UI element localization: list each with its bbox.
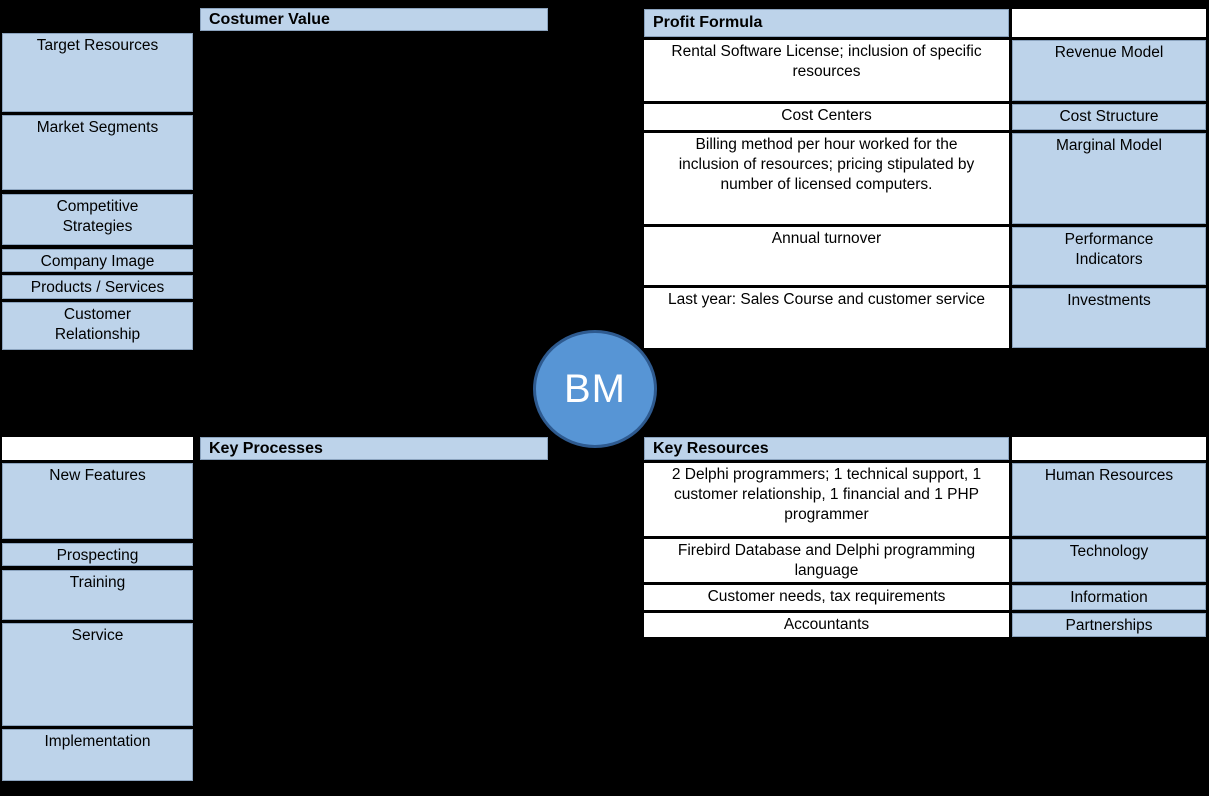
marginal-model-content: Billing method per hour worked for the i… — [644, 133, 1009, 224]
accountants-content: Accountants — [644, 613, 1009, 637]
investments-label: Investments — [1012, 288, 1206, 348]
implementation-cell: Implementation — [2, 729, 193, 781]
investments-content: Last year: Sales Course and customer ser… — [644, 288, 1009, 348]
human-resources-label: Human Resources — [1012, 463, 1206, 536]
training-cell: Training — [2, 570, 193, 620]
revenue-model-content: Rental Software License; inclusion of sp… — [644, 40, 1009, 101]
information-label: Information — [1012, 585, 1206, 610]
competitive-strategies-cell: Competitive Strategies — [2, 194, 193, 245]
prospecting-cell: Prospecting — [2, 543, 193, 566]
cost-structure-label: Cost Structure — [1012, 104, 1206, 130]
key-processes-header: Key Processes — [200, 437, 548, 460]
company-image-cell: Company Image — [2, 249, 193, 272]
partnerships-label: Partnerships — [1012, 613, 1206, 637]
revenue-model-label: Revenue Model — [1012, 40, 1206, 101]
performance-indicators-content: Annual turnover — [644, 227, 1009, 285]
new-features-cell: New Features — [2, 463, 193, 539]
cost-structure-content: Cost Centers — [644, 104, 1009, 130]
market-segments-cell: Market Segments — [2, 115, 193, 190]
key-resources-header: Key Resources — [644, 437, 1009, 460]
costumer-value-header: Costumer Value — [200, 8, 548, 31]
key-processes-corner-cell — [2, 437, 193, 460]
information-content: Customer needs, tax requirements — [644, 585, 1009, 610]
products-services-cell: Products / Services — [2, 275, 193, 299]
profit-formula-corner-cell — [1012, 9, 1206, 37]
human-resources-content: 2 Delphi programmers; 1 technical suppor… — [644, 463, 1009, 536]
marginal-model-label: Marginal Model — [1012, 133, 1206, 224]
customer-relationship-cell: Customer Relationship — [2, 302, 193, 350]
performance-indicators-label: Performance Indicators — [1012, 227, 1206, 285]
profit-formula-header: Profit Formula — [644, 9, 1009, 37]
bm-label: BM — [564, 367, 626, 411]
technology-content: Firebird Database and Delphi programming… — [644, 539, 1009, 582]
target-resources-cell: Target Resources — [2, 33, 193, 112]
service-cell: Service — [2, 623, 193, 726]
bm-circle: BM — [533, 330, 657, 448]
key-resources-corner-cell — [1012, 437, 1206, 460]
technology-label: Technology — [1012, 539, 1206, 582]
